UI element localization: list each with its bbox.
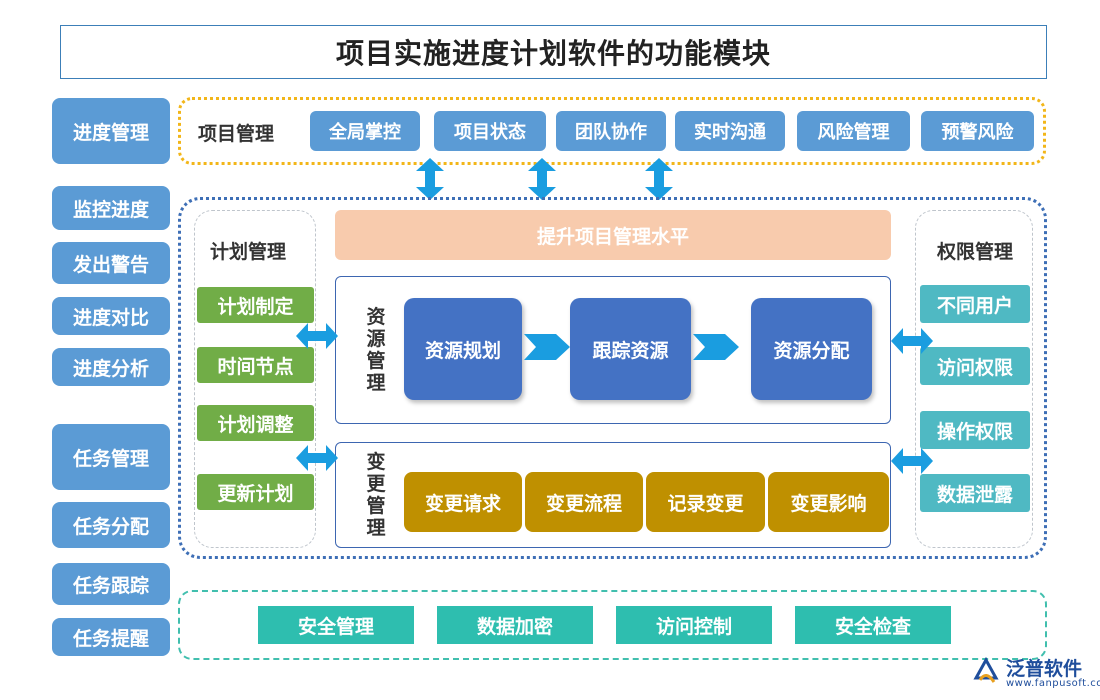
- main-module-container: [178, 197, 1047, 559]
- change-process-button[interactable]: 变更流程: [525, 472, 643, 532]
- right-arrow-icon: [524, 334, 570, 360]
- monitor-progress-item[interactable]: 监控进度: [52, 186, 170, 230]
- improve-management-banner: 提升项目管理水平: [335, 210, 891, 260]
- record-change-button[interactable]: 记录变更: [646, 472, 765, 532]
- operation-permission-button[interactable]: 操作权限: [920, 411, 1030, 449]
- team-collaboration-button[interactable]: 团队协作: [556, 111, 666, 151]
- project-status-button[interactable]: 项目状态: [434, 111, 546, 151]
- task-assignment-item[interactable]: 任务分配: [52, 502, 170, 548]
- right-arrow-icon: [693, 334, 739, 360]
- resource-allocation-button[interactable]: 资源分配: [751, 298, 872, 400]
- permission-management-label: 权限管理: [937, 241, 1014, 263]
- time-node-button[interactable]: 时间节点: [197, 347, 314, 383]
- plan-management-label: 计划管理: [210, 241, 287, 263]
- horizontal-double-arrow-icon: [296, 445, 338, 471]
- security-management-button[interactable]: 安全管理: [258, 606, 414, 644]
- data-leak-button[interactable]: 数据泄露: [920, 474, 1030, 512]
- security-check-button[interactable]: 安全检查: [795, 606, 951, 644]
- change-management-label: 变更管理: [366, 451, 386, 539]
- access-permission-button[interactable]: 访问权限: [920, 347, 1030, 385]
- progress-management-item[interactable]: 进度管理: [52, 98, 170, 164]
- global-control-button[interactable]: 全局掌控: [310, 111, 420, 151]
- logo-name: 泛普软件: [1006, 658, 1083, 680]
- vertical-double-arrow-icon: [416, 158, 444, 200]
- resource-management-label: 资源管理: [366, 306, 386, 394]
- progress-compare-item[interactable]: 进度对比: [52, 297, 170, 335]
- update-plan-button[interactable]: 更新计划: [197, 474, 314, 510]
- task-management-item[interactable]: 任务管理: [52, 424, 170, 490]
- fanpu-logo: 泛普软件 www.fanpusoft.com: [968, 654, 1100, 694]
- vertical-double-arrow-icon: [528, 158, 556, 200]
- task-tracking-item[interactable]: 任务跟踪: [52, 563, 170, 605]
- horizontal-double-arrow-icon: [891, 328, 933, 354]
- horizontal-double-arrow-icon: [891, 448, 933, 474]
- risk-management-button[interactable]: 风险管理: [797, 111, 910, 151]
- project-management-group: [178, 97, 1046, 165]
- change-request-button[interactable]: 变更请求: [404, 472, 522, 532]
- access-control-button[interactable]: 访问控制: [616, 606, 772, 644]
- permission-management-group: [915, 210, 1033, 548]
- data-encryption-button[interactable]: 数据加密: [437, 606, 593, 644]
- task-reminder-item[interactable]: 任务提醒: [52, 618, 170, 656]
- resource-planning-button[interactable]: 资源规划: [404, 298, 522, 400]
- change-impact-button[interactable]: 变更影响: [768, 472, 889, 532]
- horizontal-double-arrow-icon: [296, 323, 338, 349]
- plan-management-group: [194, 210, 316, 548]
- early-warning-button[interactable]: 预警风险: [921, 111, 1034, 151]
- project-management-label: 项目管理: [198, 123, 275, 145]
- plan-adjust-button[interactable]: 计划调整: [197, 405, 314, 441]
- progress-analysis-item[interactable]: 进度分析: [52, 348, 170, 386]
- vertical-double-arrow-icon: [645, 158, 673, 200]
- plan-creation-button[interactable]: 计划制定: [197, 287, 314, 323]
- resource-tracking-button[interactable]: 跟踪资源: [570, 298, 691, 400]
- logo-url: www.fanpusoft.com: [1006, 678, 1100, 689]
- page-title: 项目实施进度计划软件的功能模块: [60, 25, 1047, 79]
- security-group: [178, 590, 1047, 660]
- realtime-communication-button[interactable]: 实时沟通: [675, 111, 785, 151]
- issue-warning-item[interactable]: 发出警告: [52, 242, 170, 284]
- different-users-button[interactable]: 不同用户: [920, 285, 1030, 323]
- fanpu-logo-icon: [973, 656, 999, 683]
